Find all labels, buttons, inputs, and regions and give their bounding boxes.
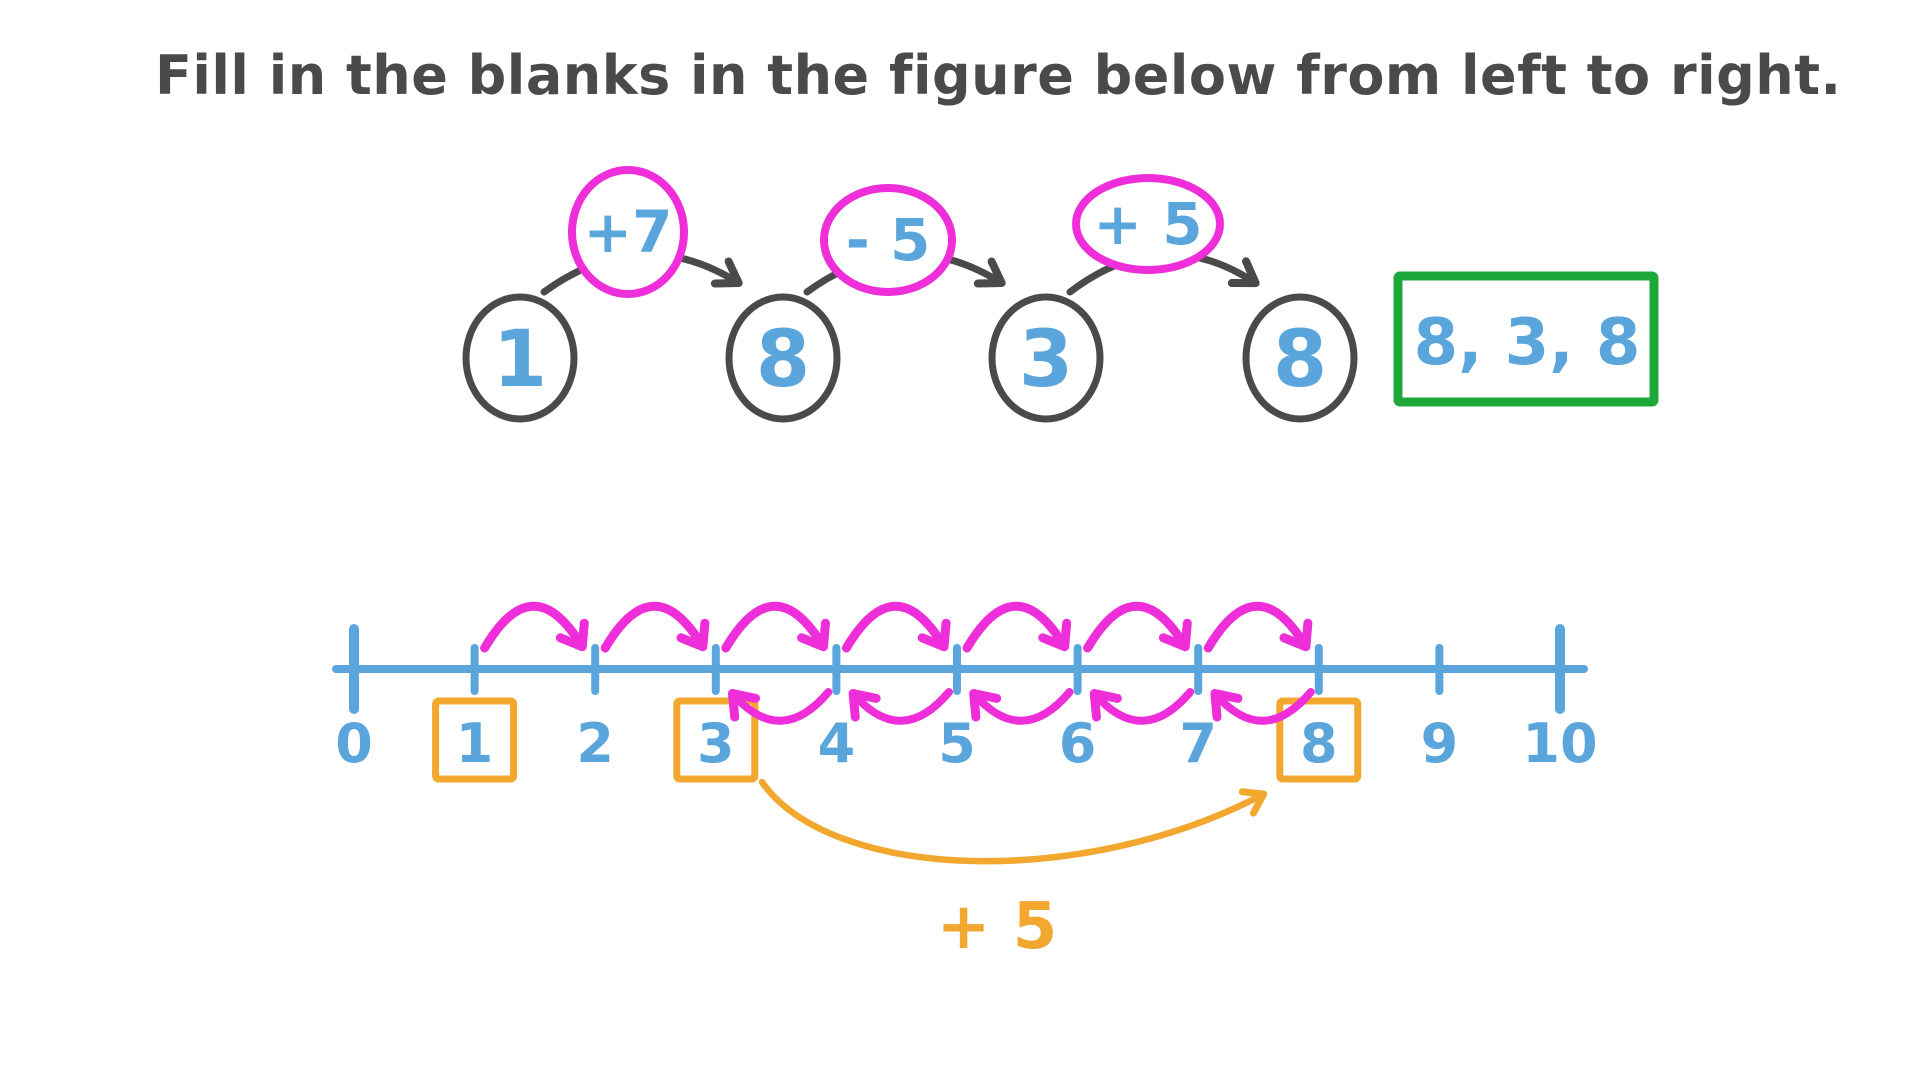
tick-label: 10: [1522, 712, 1597, 775]
tick-label: 3: [697, 712, 735, 775]
tick-label: 1: [456, 712, 494, 775]
answer-box-group: 8, 3, 8: [1393, 271, 1659, 407]
forward-hop-arc: [480, 601, 589, 653]
operation-label: +7: [584, 198, 673, 266]
sequence-node-value: 1: [493, 315, 547, 405]
answer-box: [1393, 271, 1659, 407]
question-title: Fill in the blanks in the figure below f…: [155, 44, 1842, 107]
sequence-node-circle: [462, 293, 578, 423]
backward-hop-arc: [848, 688, 953, 725]
highlight-box: [432, 697, 518, 783]
operation-bubble: [820, 184, 956, 296]
sequence-node-circle: [1242, 293, 1358, 423]
jump-arrow: [758, 778, 1268, 865]
tick-label: 2: [576, 712, 614, 775]
tick-label: 8: [1300, 712, 1338, 775]
forward-hop-arc: [1083, 601, 1192, 653]
highlight-box: [1276, 697, 1362, 783]
sequence-node-value: 8: [756, 315, 810, 405]
highlight-box: [673, 697, 759, 783]
forward-hop-arc: [721, 601, 830, 653]
tick-label: 9: [1421, 712, 1459, 775]
sequence-node-value: 3: [1019, 315, 1073, 405]
backward-hop-arc: [1089, 688, 1195, 725]
tick-label: 4: [818, 712, 856, 775]
operation-bubble: [1072, 174, 1224, 274]
sequence-node-circle: [988, 293, 1104, 423]
operation-bubble: [568, 166, 688, 298]
sequence-chain: +7 - 5 + 5 1 8 3 8: [462, 166, 1358, 423]
backward-hop-arc: [727, 688, 833, 725]
tick-label: 5: [938, 712, 976, 775]
forward-hop-arc: [841, 601, 951, 653]
jump-arrow-group: + 5: [758, 778, 1268, 964]
forward-hop-arc: [1203, 601, 1313, 653]
operation-label: + 5: [1093, 190, 1202, 258]
forward-hop-arc: [600, 601, 710, 653]
jump-label: + 5: [937, 890, 1057, 964]
number-line: 0 1 2 3 4 5 6 7 8 9 10: [332, 601, 1598, 783]
tick-label: 6: [1059, 712, 1097, 775]
backward-hop-arc: [969, 688, 1074, 725]
answer-text: 8, 3, 8: [1414, 306, 1641, 380]
sequence-node-circle: [725, 293, 841, 423]
sequence-node-value: 8: [1273, 315, 1327, 405]
backward-hop-arc: [1210, 688, 1315, 725]
tick-label: 0: [335, 712, 373, 775]
tick-label: 7: [1179, 712, 1217, 775]
operation-label: - 5: [846, 206, 931, 274]
forward-hop-arc: [962, 601, 1072, 653]
